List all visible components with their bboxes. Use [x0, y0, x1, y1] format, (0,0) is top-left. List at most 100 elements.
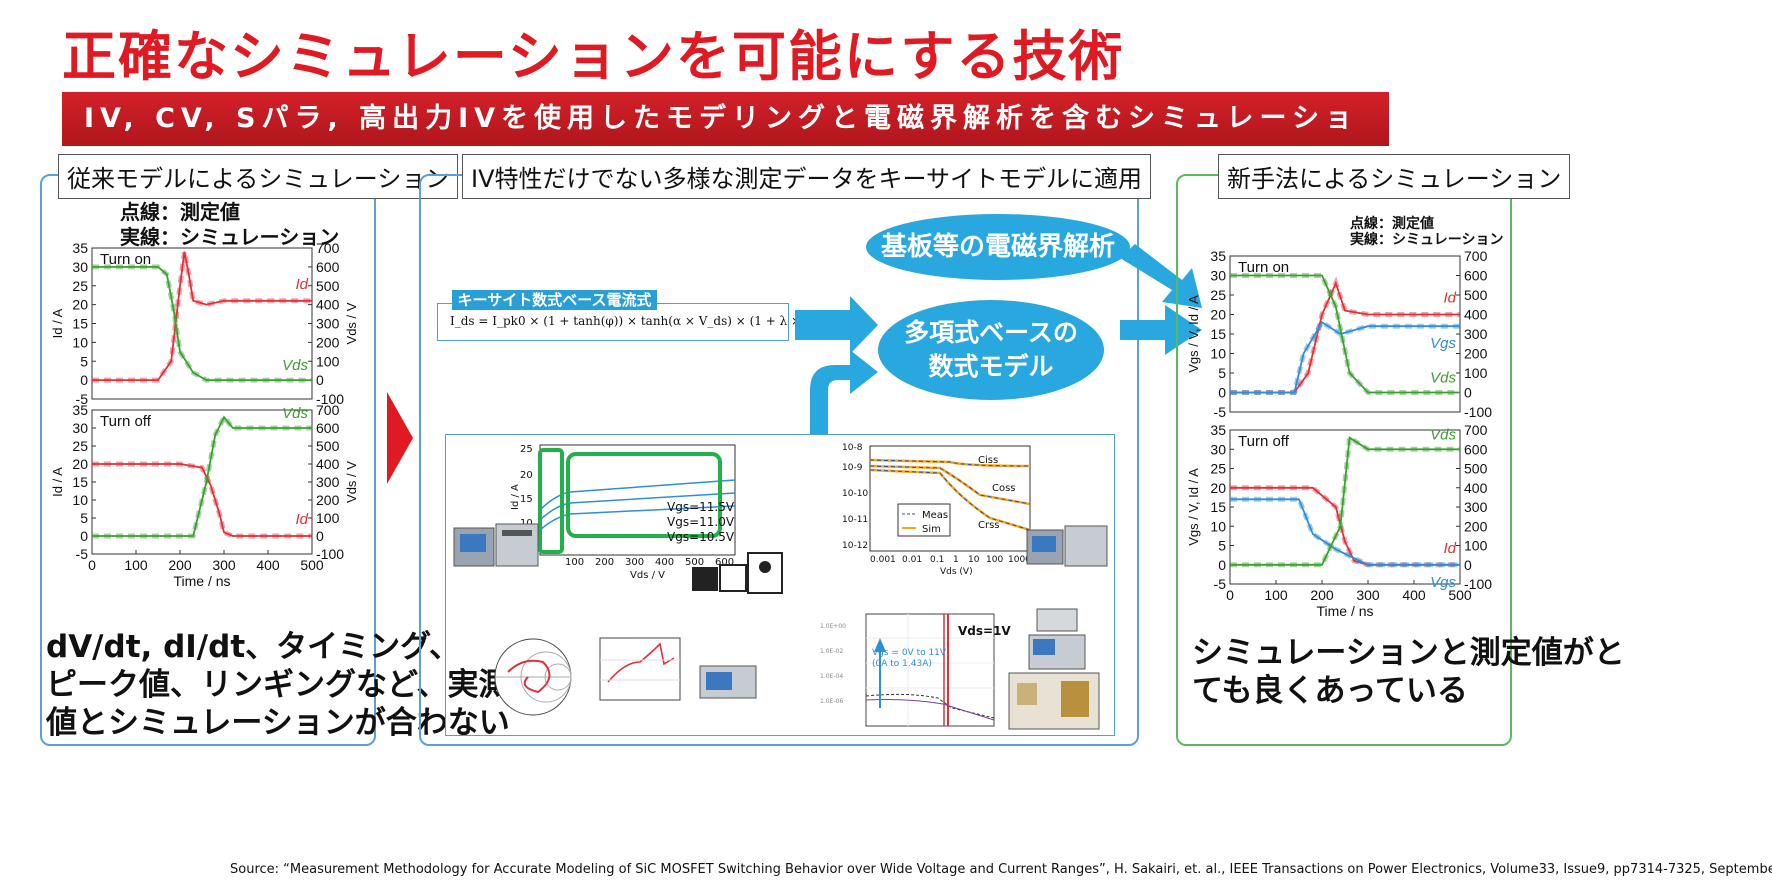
plot-frame — [91, 247, 313, 400]
y-tick-label-left: 35 — [1210, 422, 1226, 438]
legend-dotted: 点線：測定値 — [120, 200, 240, 224]
series-label-vds: Vds — [1430, 370, 1456, 387]
plot-frame — [91, 409, 313, 555]
svg-text:15: 15 — [520, 494, 533, 505]
y-tick-label-right: 100 — [1464, 538, 1488, 554]
y-tick-label-left: -5 — [76, 391, 89, 405]
y-tick-label-left: 10 — [1210, 518, 1226, 534]
series-sim-id — [92, 251, 312, 382]
hp-sweep-line2: (0A to 1.43A) — [872, 659, 932, 669]
y-tick-label-right: 300 — [1464, 499, 1488, 515]
y-tick-label-right: 600 — [316, 259, 340, 275]
cv-legend-sim: Sim — [922, 524, 941, 535]
y-tick-label-left: -5 — [76, 546, 89, 562]
iv-label-2: Vgs=11.0V — [667, 515, 735, 529]
y-tick-label-right: 700 — [1464, 248, 1488, 264]
svg-text:10-12: 10-12 — [842, 541, 868, 551]
y-axis-label-left: Id / A — [50, 467, 65, 497]
subtitle-banner: IV, CV, Sパラ, 高出力IVを使用したモデリングと電磁界解析を含むシミュ… — [62, 92, 1389, 188]
y-tick-label-left: 5 — [1218, 365, 1226, 381]
series-sim-vds — [1230, 436, 1460, 566]
y-tick-label-right: 200 — [1464, 346, 1488, 362]
vna-photo — [699, 665, 757, 699]
y-tick-label-left: 10 — [72, 492, 88, 508]
left-conclusion-line2: ピーク値、リンギングなど、実測 — [46, 667, 510, 703]
y-tick-label-right: 300 — [1464, 326, 1488, 342]
svg-text:500: 500 — [685, 557, 704, 568]
y-tick-label-right: 600 — [316, 420, 340, 436]
y-tick-label-right: -100 — [1464, 576, 1492, 592]
y-tick-label-left: 20 — [72, 456, 88, 472]
y-tick-label-left: -5 — [1214, 576, 1227, 592]
y-tick-label-left: 35 — [72, 240, 88, 256]
svg-text:Vds (V): Vds (V) — [940, 567, 973, 577]
right-conclusion-line1: シミュレーションと測定値がと — [1192, 635, 1625, 671]
plot-frame — [1229, 255, 1461, 413]
series-label-vgs: Vgs — [1430, 574, 1456, 591]
series-sim-vgs — [1230, 321, 1460, 394]
chart-annotation: Turn off — [1238, 433, 1290, 450]
ciss-label: Ciss — [978, 455, 999, 466]
y-tick-label-left: 35 — [1210, 248, 1226, 264]
coss-label: Coss — [992, 483, 1016, 494]
y-tick-label-left: 15 — [72, 474, 88, 490]
y-tick-label-left: 20 — [72, 297, 88, 313]
y-tick-label-left: 10 — [1210, 346, 1226, 362]
y-tick-label-left: 25 — [72, 278, 88, 294]
test-fixture-photo — [692, 552, 783, 594]
svg-text:25: 25 — [520, 444, 533, 455]
svg-text:0.1: 0.1 — [930, 555, 944, 565]
right-conclusion-line2: ても良くあっている — [1192, 673, 1468, 709]
y-tick-label-right: 0 — [1464, 557, 1472, 573]
y-tick-label-right: 700 — [1464, 422, 1488, 438]
left-conclusion-line1: dV/dt, dI/dt、タイミング、 — [46, 629, 460, 665]
chart-annotation: Turn on — [100, 251, 151, 268]
high-power-instrument-photo — [1008, 608, 1100, 730]
y-tick-label-left: 5 — [80, 353, 88, 369]
cv-legend-meas: Meas — [922, 510, 949, 521]
svg-text:20: 20 — [520, 470, 533, 481]
svg-text:0.001: 0.001 — [870, 555, 896, 565]
svg-text:10-9: 10-9 — [842, 463, 863, 473]
model-label-line2: 数式モデル — [928, 352, 1054, 381]
y-tick-label-right: 500 — [316, 278, 340, 294]
svg-text:1.0E+00: 1.0E+00 — [820, 623, 846, 630]
y-tick-label-right: -100 — [316, 391, 344, 405]
hp-sweep-label: Vgs = 0V to 11V (0A to 1.43A) — [872, 648, 946, 670]
y-tick-label-left: 0 — [80, 372, 88, 388]
y-tick-label-right: 300 — [316, 316, 340, 332]
right-conclusion: シミュレーションと測定値がと ても良くあっている — [1192, 634, 1625, 710]
chart-annotation: Turn off — [100, 413, 152, 430]
y-tick-label-right: 600 — [1464, 268, 1488, 284]
y-tick-label-left: 5 — [80, 510, 88, 526]
em-analysis-label: 基板等の電磁界解析 — [880, 232, 1115, 262]
svg-text:Id / A: Id / A — [510, 484, 521, 510]
y-tick-label-right: 200 — [1464, 518, 1488, 534]
x-tick-label: 0 — [88, 557, 96, 573]
y-tick-label-left: 25 — [1210, 461, 1226, 477]
chart-right-turn-off: 35302520151050-57006005004003002001000-1… — [1186, 422, 1492, 619]
y-tick-label-left: 30 — [72, 420, 88, 436]
svg-text:600: 600 — [715, 557, 734, 568]
series-sim-vds — [1230, 274, 1460, 394]
y-tick-label-left: 15 — [1210, 499, 1226, 515]
svg-text:10-11: 10-11 — [842, 515, 868, 525]
x-tick-label: 200 — [168, 557, 192, 573]
y-axis-label-left: Vgs / V, Id / A — [1186, 295, 1201, 373]
y-tick-label-left: 0 — [1218, 557, 1226, 573]
y-tick-label-left: 10 — [72, 334, 88, 350]
y-axis-label-right: Vds / V — [344, 302, 359, 344]
y-tick-label-left: 35 — [72, 402, 88, 418]
x-tick-label: 100 — [124, 557, 148, 573]
y-tick-label-right: 700 — [316, 240, 340, 256]
x-tick-label: 200 — [1310, 587, 1334, 603]
series-sim-id — [1230, 280, 1460, 394]
right-legend-solid: 実線：シミュレーション — [1350, 232, 1504, 248]
svg-text:0.01: 0.01 — [902, 555, 922, 565]
arrow-model-to-new — [1120, 305, 1202, 355]
high-power-iv-plot: 1.0E+001.0E-021.0E-041.0E-06 — [820, 613, 995, 727]
y-tick-label-right: 100 — [1464, 365, 1488, 381]
x-tick-label: 0 — [1226, 587, 1234, 603]
y-tick-label-left: 0 — [1218, 385, 1226, 401]
